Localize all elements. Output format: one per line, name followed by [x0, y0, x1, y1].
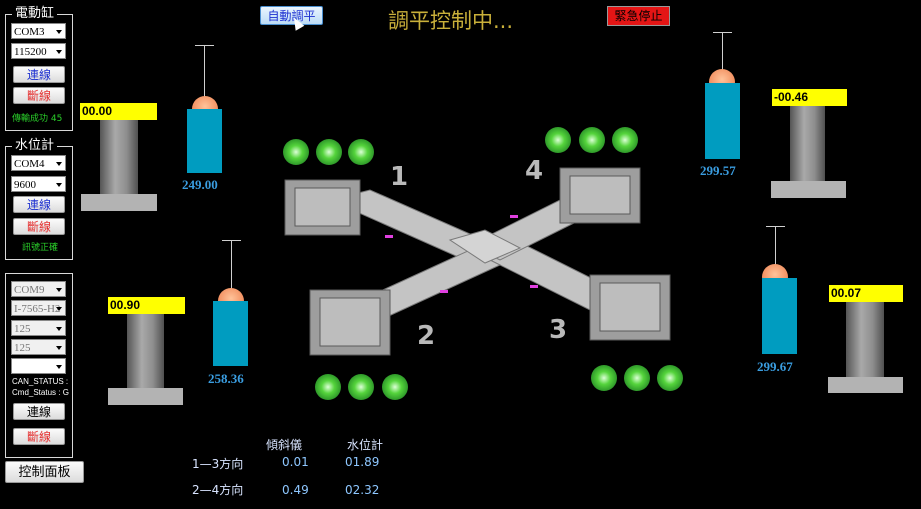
leg2-base: [108, 388, 183, 405]
leg2-led-3: [382, 374, 408, 400]
level-meter-connect-button[interactable]: 連線: [13, 196, 65, 213]
leg1-cylinder: [187, 109, 222, 173]
leg3-led-2: [624, 365, 650, 391]
leg1-stem: [204, 45, 205, 103]
table-header-tilt: 傾斜儀: [266, 438, 303, 452]
leg3-led-1: [591, 365, 617, 391]
leg2-stem: [231, 240, 232, 295]
level-meter-disconnect-button[interactable]: 斷線: [13, 218, 65, 235]
can-status-label: CAN_STATUS :: [12, 377, 69, 386]
leg4-led-1: [545, 127, 571, 153]
can-disconnect-button[interactable]: 斷線: [13, 428, 65, 445]
leg4-led-3: [612, 127, 638, 153]
row1-tilt-value: 0.01: [282, 455, 309, 469]
can-connect-button[interactable]: 連線: [13, 403, 65, 420]
can-value1-select[interactable]: 125: [11, 320, 66, 336]
leg1-position-value: 00.00: [80, 103, 157, 120]
row1-direction: 1—3方向: [192, 457, 244, 471]
status-title: 調平控制中...: [388, 9, 514, 33]
leg2-meter-value: 258.36: [208, 371, 244, 386]
leg1-post: [100, 120, 138, 194]
can-device-select[interactable]: I-7565-H2: [11, 300, 66, 316]
cylinder-connect-button[interactable]: 連線: [13, 66, 65, 83]
leg3-number-label: 3: [549, 315, 568, 345]
emergency-stop-button[interactable]: 緊急停止: [607, 6, 670, 26]
leg4-meter-value: 299.57: [700, 163, 736, 178]
leg2-post: [127, 314, 164, 388]
leg4-post: [790, 106, 825, 181]
level-meter-group-title: 水位計: [12, 139, 58, 153]
leg4-cylinder: [705, 83, 740, 159]
row2-level-value: 02.32: [345, 483, 380, 497]
cylinder-group-title: 電動缸: [12, 7, 58, 21]
chevron-down-icon: [56, 288, 62, 292]
chevron-down-icon: [56, 327, 62, 331]
can-group: [5, 273, 73, 458]
leg3-post: [846, 302, 884, 377]
platform-illustration: [284, 167, 671, 356]
table-header-level: 水位計: [347, 438, 384, 452]
chevron-down-icon: [56, 162, 62, 166]
leg3-base: [828, 377, 903, 393]
chevron-down-icon: [56, 50, 62, 54]
leg4-number-label: 4: [525, 156, 544, 186]
cylinder-status: 傳輸成功 45: [12, 114, 63, 124]
cmd-status-label: Cmd_Status : G: [12, 388, 69, 397]
leg4-base: [771, 181, 846, 198]
chevron-down-icon: [56, 365, 62, 369]
leg3-cylinder: [762, 278, 797, 354]
chevron-down-icon: [56, 307, 62, 311]
chevron-down-icon: [56, 30, 62, 34]
row2-tilt-value: 0.49: [282, 483, 309, 497]
level-meter-status: 訊號正確: [22, 243, 59, 253]
leg3-led-3: [657, 365, 683, 391]
can-value3-select[interactable]: [11, 358, 66, 374]
leg1-meter-value: 249.00: [182, 177, 218, 192]
leg4-position-value: -00.46: [772, 89, 847, 106]
leg4-led-2: [579, 127, 605, 153]
row1-level-value: 01.89: [345, 455, 380, 469]
chevron-down-icon: [56, 346, 62, 350]
leg2-position-value: 00.90: [108, 297, 185, 314]
row2-direction: 2—4方向: [192, 483, 244, 497]
leg1-led-2: [316, 139, 342, 165]
cylinder-baud-select[interactable]: 115200: [11, 43, 66, 59]
leg1-base: [81, 194, 157, 211]
level-meter-baud-select[interactable]: 9600: [11, 176, 66, 192]
can-port-select[interactable]: COM9: [11, 281, 66, 297]
leg2-led-2: [348, 374, 374, 400]
leg3-stem: [775, 226, 776, 265]
leg2-number-label: 2: [417, 321, 436, 351]
leg1-led-3: [348, 139, 374, 165]
leg2-cylinder: [213, 301, 248, 366]
leg1-number-label: 1: [390, 162, 409, 192]
leg3-position-value: 00.07: [829, 285, 903, 302]
cylinder-port-select[interactable]: COM3: [11, 23, 66, 39]
level-meter-port-select[interactable]: COM4: [11, 155, 66, 171]
leg2-led-1: [315, 374, 341, 400]
control-panel-button[interactable]: 控制面板: [5, 461, 84, 483]
leg3-meter-value: 299.67: [757, 359, 793, 374]
chevron-down-icon: [56, 183, 62, 187]
can-value2-select[interactable]: 125: [11, 339, 66, 355]
cylinder-disconnect-button[interactable]: 斷線: [13, 87, 65, 104]
leg1-led-1: [283, 139, 309, 165]
auto-level-button[interactable]: 自動調平: [260, 6, 323, 25]
leg4-stem: [722, 32, 723, 77]
